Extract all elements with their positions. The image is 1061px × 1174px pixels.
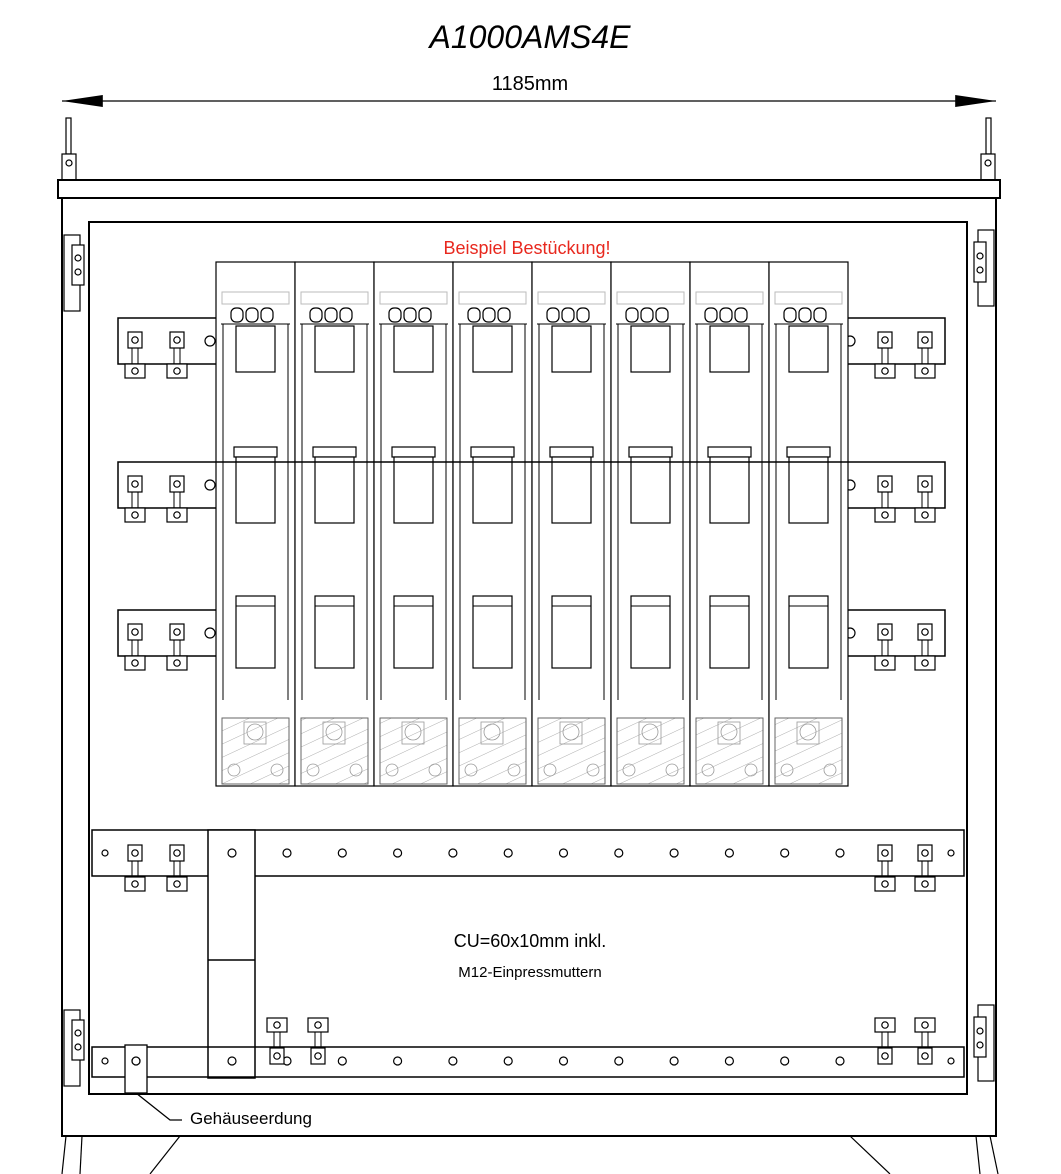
- n-terminal: [266, 1017, 288, 1065]
- busbar-hole: [835, 848, 845, 858]
- busbar-hole: [282, 848, 292, 858]
- pe-busbar-holes: [101, 848, 955, 858]
- busbar-hole: [614, 848, 624, 858]
- phase-terminal: [166, 331, 188, 379]
- n-terminal: [307, 1017, 329, 1065]
- cabinet-roof: [57, 179, 1001, 199]
- busbar-nuts-label: M12-Einpressmuttern: [458, 964, 601, 981]
- n-busbar-holes: [101, 1056, 955, 1066]
- n-busbar: [91, 1046, 965, 1078]
- phase-busbar-3: [117, 609, 946, 671]
- phase-busbar-2: [117, 461, 946, 523]
- fuse-switch-strip: [452, 261, 533, 787]
- busbar-hole: [669, 1056, 679, 1066]
- busbar-hole: [503, 848, 513, 858]
- phase-terminal: [166, 623, 188, 671]
- phase-terminal: [874, 623, 896, 671]
- hinge-right-top: [973, 229, 995, 307]
- hinge-left-top: [63, 234, 85, 312]
- busbar-hole: [780, 848, 790, 858]
- busbar-hole: [337, 848, 347, 858]
- fuse-switch-strip: [373, 261, 454, 787]
- phase-terminal: [166, 475, 188, 523]
- phase-busbar-1: [117, 317, 946, 379]
- busbar-hole: [448, 1056, 458, 1066]
- fuse-switch-strip: [294, 261, 375, 787]
- phase-terminal: [874, 475, 896, 523]
- busbar-hole: [614, 1056, 624, 1066]
- pe-busbar-terminals: [124, 844, 936, 892]
- busbar-hole: [835, 1056, 845, 1066]
- fuse-switch-strip: [215, 261, 296, 787]
- busbar-hole: [448, 848, 458, 858]
- busbar-hole: [393, 1056, 403, 1066]
- busbar-hole: [558, 848, 569, 858]
- cabinet-feet: [61, 1135, 999, 1174]
- busbar-spec-label: CU=60x10mm inkl.: [454, 931, 607, 951]
- pe-busbar: [91, 829, 965, 1079]
- busbar-hole: [780, 1056, 790, 1066]
- fuse-switch-strip: [531, 261, 612, 787]
- fuse-switch-strip: [610, 261, 691, 787]
- phase-terminal: [914, 623, 936, 671]
- drawing-title: A1000AMS4E: [427, 19, 631, 55]
- busbar-hole: [393, 848, 403, 858]
- busbar-hole: [503, 1056, 513, 1066]
- phase-terminal: [874, 331, 896, 379]
- phase-terminal: [914, 475, 936, 523]
- phase-terminal: [124, 475, 146, 523]
- phase-terminal: [124, 331, 146, 379]
- n-terminal: [914, 1017, 936, 1065]
- n-busbar-divider: [207, 1047, 256, 1077]
- pe-terminal: [166, 844, 188, 892]
- n-busbar-terminals: [266, 1017, 936, 1065]
- busbar-hole: [337, 1056, 347, 1066]
- lifting-lug-left: [61, 117, 77, 181]
- phase-terminal: [914, 331, 936, 379]
- fuse-switch-strip: [689, 261, 770, 787]
- phase-busbars: [117, 317, 946, 671]
- hinge-right-bottom: [973, 1004, 995, 1082]
- pe-terminal: [124, 844, 146, 892]
- fuse-switch-strip: [768, 261, 849, 787]
- busbar-hole: [724, 1056, 735, 1066]
- phase-terminal: [124, 623, 146, 671]
- busbar-hole: [724, 848, 735, 858]
- example-fitting-note: Beispiel Bestückung!: [443, 238, 610, 258]
- n-terminal: [874, 1017, 896, 1065]
- fuse-switch-strips: [215, 261, 849, 787]
- housing-ground-clamp: [124, 1044, 182, 1121]
- lifting-lug-right: [980, 117, 996, 181]
- busbar-hole: [558, 1056, 569, 1066]
- width-dimension-label: 1185mm: [492, 73, 568, 95]
- housing-ground-label: Gehäuseerdung: [190, 1109, 312, 1128]
- pe-terminal: [914, 844, 936, 892]
- pe-terminal: [874, 844, 896, 892]
- busbar-hole: [669, 848, 679, 858]
- hinge-left-bottom: [63, 1009, 85, 1087]
